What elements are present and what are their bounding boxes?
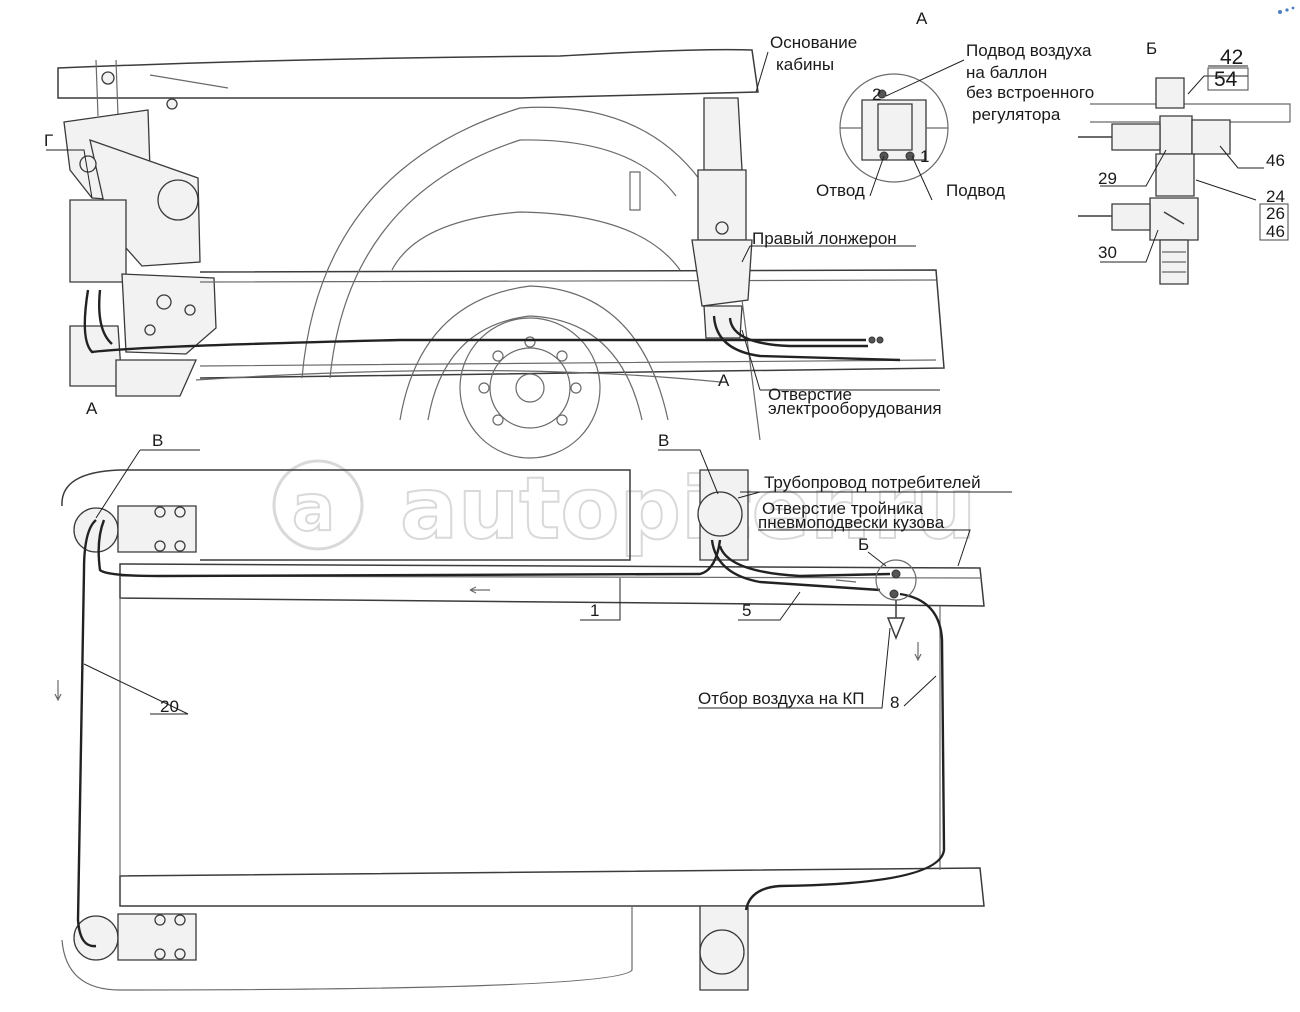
view-letter-g: Г <box>44 131 53 150</box>
part-number-24: 24 <box>1266 187 1285 206</box>
view-letter-v-left: В <box>152 431 163 450</box>
label-cab-base-line1: Основание <box>770 33 857 52</box>
section-a <box>839 73 949 183</box>
label-elec-hole-line2: электрооборудования <box>768 399 942 418</box>
text-labels: Основание кабины Правый лонжерон Отверст… <box>698 33 1094 708</box>
view-letters: А Б Г А А В В Б <box>44 9 1157 554</box>
label-air-takeoff: Отбор воздуха на КП <box>698 689 865 708</box>
part-number-5: 5 <box>742 601 751 620</box>
view-letter-a-mid: А <box>718 371 730 390</box>
part-number-8: 8 <box>890 693 899 712</box>
side-view <box>57 48 945 459</box>
part-number-46-bottom: 46 <box>1266 222 1285 241</box>
label-air-supply-line3: без встроенного <box>966 83 1094 102</box>
plan-view <box>54 469 985 991</box>
watermark-logo-letter: a <box>292 472 335 546</box>
port-number-1: 1 <box>920 147 929 166</box>
view-letter-a-section: А <box>916 9 928 28</box>
label-tee-hole-line2: пневмоподвески кузова <box>758 513 945 532</box>
watermark: a autopiter.ru <box>272 458 977 560</box>
flow-arrow-down-small-icon <box>914 642 922 662</box>
watermark-text: autopiter.ru <box>400 459 976 559</box>
part-number-1: 1 <box>590 601 599 620</box>
part-number-20: 20 <box>160 697 179 716</box>
front-mount-lower <box>73 913 197 961</box>
label-tee-hole-line1: Отверстие тройника <box>762 499 924 518</box>
part-number-46-top: 46 <box>1266 151 1285 170</box>
part-number-54: 54 <box>1214 68 1238 91</box>
part-number-42: 42 <box>1220 46 1243 69</box>
view-letter-b-section: Б <box>1146 39 1157 58</box>
view-letter-v-mid: В <box>658 431 669 450</box>
part-number-26: 26 <box>1266 204 1285 223</box>
section-b <box>1078 77 1291 285</box>
flow-arrow-down-icon <box>54 680 62 702</box>
label-right-side-member: Правый лонжерон <box>752 229 897 248</box>
part-number-30: 30 <box>1098 243 1117 262</box>
port-number-2: 2 <box>872 85 881 104</box>
view-letter-b-plan: Б <box>858 535 869 554</box>
label-air-supply-line2: на баллон <box>966 63 1047 82</box>
label-elec-hole-line1: Отверстие <box>768 385 852 404</box>
corner-logo-icon <box>1278 6 1295 14</box>
part-number-29: 29 <box>1098 169 1117 188</box>
air-flow-arrow-down-icon <box>886 600 906 641</box>
view-letter-a-bottom-left: А <box>86 399 98 418</box>
label-air-supply-line1: Подвод воздуха <box>966 41 1092 60</box>
leader-lines <box>46 51 1264 715</box>
part-numbers: 2 1 1 5 8 20 29 30 42 54 46 24 26 46 <box>160 46 1289 716</box>
front-mount-upper <box>73 505 197 553</box>
flow-arrow-left-icon <box>469 586 490 594</box>
label-air-supply-line4: регулятора <box>972 105 1061 124</box>
label-cab-base-line2: кабины <box>776 55 834 74</box>
label-outlet: Отвод <box>816 181 865 200</box>
label-inlet: Подвод <box>946 181 1005 200</box>
label-consumer-pipe: Трубопровод потребителей <box>764 473 981 492</box>
